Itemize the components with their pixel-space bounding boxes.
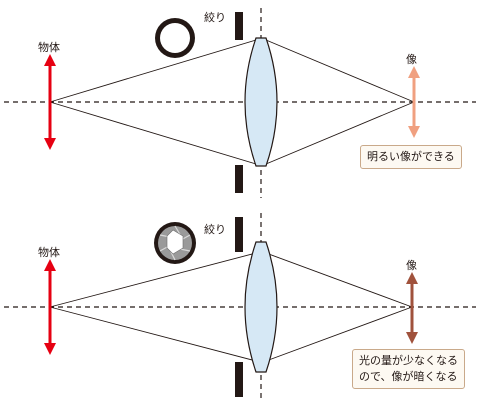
- bottom-note: 光の量が少なくなる ので、像が暗くなる: [352, 349, 465, 389]
- top-note: 明るい像ができる: [360, 145, 462, 169]
- open-aperture-icon: [155, 18, 195, 58]
- top-lens: [244, 37, 278, 167]
- top-object-label: 物体: [38, 41, 60, 54]
- bottom-note-line-1: 光の量が少なくなる: [359, 354, 458, 367]
- bottom-lens: [244, 241, 278, 373]
- top-rays: [49, 39, 415, 165]
- top-image-label: 像: [406, 53, 417, 66]
- bottom-note-line-2: ので、像が暗くなる: [359, 370, 458, 383]
- bottom-rays: [49, 252, 413, 362]
- bottom-image-label: 像: [406, 259, 417, 272]
- closed-aperture-icon: [154, 222, 196, 264]
- top-aperture-lower: [235, 165, 243, 193]
- top-aperture-label: 絞り: [204, 11, 226, 24]
- top-aperture-upper: [235, 12, 243, 40]
- bottom-panel: [4, 213, 476, 402]
- top-panel: [4, 8, 476, 198]
- bottom-aperture-lower: [235, 362, 243, 397]
- bottom-aperture-upper: [235, 217, 243, 252]
- bottom-object-label: 物体: [38, 246, 60, 259]
- bottom-aperture-label: 絞り: [204, 223, 226, 236]
